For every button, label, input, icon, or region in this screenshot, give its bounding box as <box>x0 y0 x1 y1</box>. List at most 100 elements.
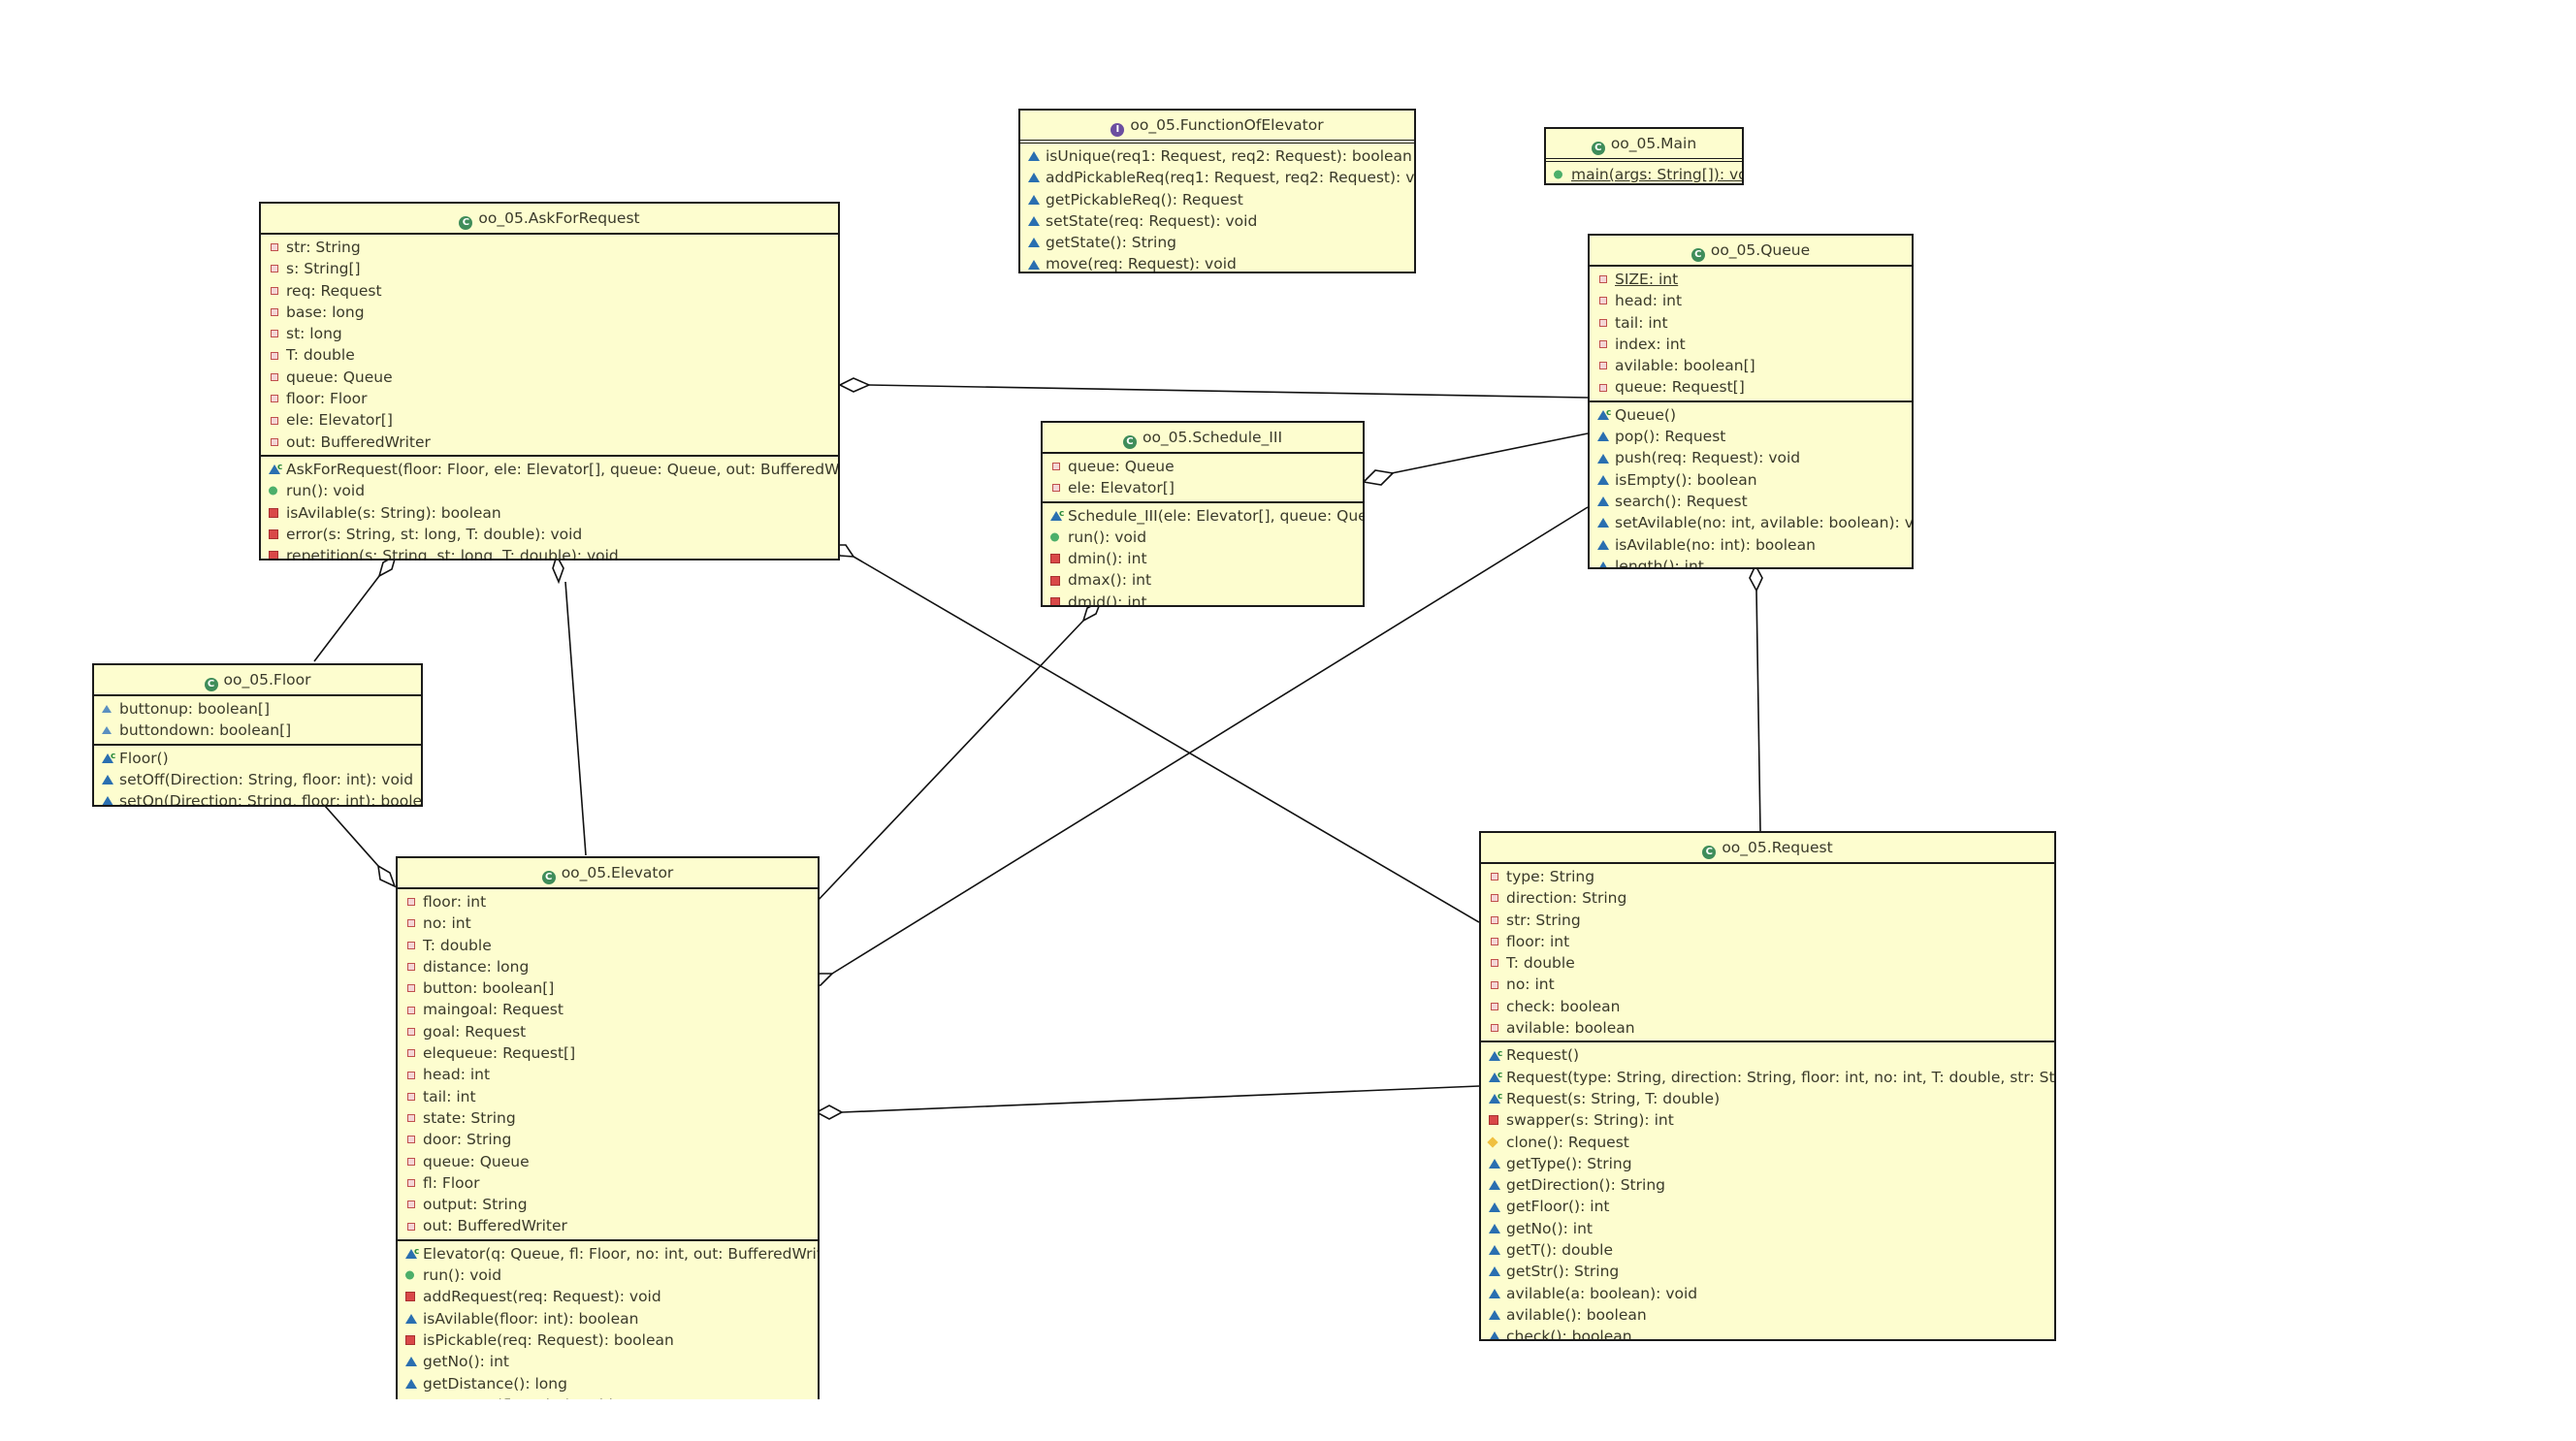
method-row[interactable]: search(): Request <box>1590 491 1912 512</box>
field-row[interactable]: floor: Floor <box>261 388 838 409</box>
field-row[interactable]: buttonup: boolean[] <box>94 698 421 720</box>
field-row[interactable]: elequeue: Request[] <box>398 1042 818 1064</box>
method-row[interactable]: Floor() <box>94 746 421 769</box>
field-row[interactable]: T: double <box>398 935 818 956</box>
method-row[interactable]: getDirection(): String <box>1481 1174 2054 1196</box>
field-row[interactable]: tail: int <box>1590 312 1912 334</box>
method-row[interactable]: check(): boolean <box>1481 1326 2054 1339</box>
method-row[interactable]: move(req: Request): void <box>1020 253 1414 272</box>
method-row[interactable]: dmax(): int <box>1043 569 1363 591</box>
field-row[interactable]: distance: long <box>398 956 818 977</box>
field-row[interactable]: ele: Elevator[] <box>261 409 838 431</box>
field-row[interactable]: fl: Floor <box>398 1172 818 1194</box>
method-row[interactable]: setButton(floor: int): void <box>398 1394 818 1399</box>
method-row[interactable]: Request(s: String, T: double) <box>1481 1086 2054 1109</box>
method-row[interactable]: Elevator(q: Queue, fl: Floor, no: int, o… <box>398 1241 818 1265</box>
field-row[interactable]: req: Request <box>261 280 838 302</box>
field-row[interactable]: queue: Queue <box>1043 456 1363 477</box>
field-row[interactable]: floor: int <box>1481 931 2054 952</box>
method-row[interactable]: getT(): double <box>1481 1239 2054 1261</box>
method-row[interactable]: setState(req: Request): void <box>1020 210 1414 232</box>
method-row[interactable]: clone(): Request <box>1481 1132 2054 1153</box>
method-row[interactable]: isUnique(req1: Request, req2: Request): … <box>1020 145 1414 167</box>
field-row[interactable]: base: long <box>261 302 838 323</box>
field-row[interactable]: T: double <box>261 344 838 366</box>
field-row[interactable]: SIZE: int <box>1590 269 1912 290</box>
method-row[interactable]: run(): void <box>261 480 838 501</box>
method-row[interactable]: getFloor(): int <box>1481 1196 2054 1217</box>
field-row[interactable]: state: String <box>398 1107 818 1129</box>
method-row[interactable]: dmid(): int <box>1043 592 1363 605</box>
method-row[interactable]: getNo(): int <box>1481 1218 2054 1239</box>
method-row[interactable]: length(): int <box>1590 556 1912 567</box>
method-row[interactable]: isAvilable(floor: int): boolean <box>398 1308 818 1329</box>
field-row[interactable]: index: int <box>1590 334 1912 355</box>
method-row[interactable]: setOn(Direction: String, floor: int): bo… <box>94 790 421 805</box>
method-row[interactable]: swapper(s: String): int <box>1481 1109 2054 1131</box>
method-row[interactable]: getDistance(): long <box>398 1373 818 1394</box>
method-row[interactable]: Schedule_III(ele: Elevator[], queue: Que… <box>1043 503 1363 527</box>
field-row[interactable]: buttondown: boolean[] <box>94 720 421 741</box>
field-row[interactable]: T: double <box>1481 952 2054 974</box>
field-row[interactable]: no: int <box>1481 974 2054 995</box>
method-row[interactable]: run(): void <box>398 1265 818 1286</box>
method-row[interactable]: getStr(): String <box>1481 1261 2054 1282</box>
field-row[interactable]: type: String <box>1481 866 2054 887</box>
method-row[interactable]: Request() <box>1481 1043 2054 1066</box>
method-row[interactable]: avilable(): boolean <box>1481 1304 2054 1326</box>
field-row[interactable]: str: String <box>261 237 838 258</box>
field-row[interactable]: goal: Request <box>398 1021 818 1042</box>
field-row[interactable]: door: String <box>398 1129 818 1150</box>
method-row[interactable]: avilable(a: boolean): void <box>1481 1283 2054 1304</box>
method-row[interactable]: error(s: String, st: long, T: double): v… <box>261 524 838 545</box>
field-row[interactable]: queue: Queue <box>398 1151 818 1172</box>
method-row[interactable]: isAvilable(s: String): boolean <box>261 502 838 524</box>
method-row[interactable]: AskForRequest(floor: Floor, ele: Elevato… <box>261 457 838 480</box>
field-row[interactable]: maingoal: Request <box>398 999 818 1020</box>
method-row[interactable]: Queue() <box>1590 402 1912 426</box>
field-row[interactable]: avilable: boolean <box>1481 1017 2054 1039</box>
method-row[interactable]: run(): void <box>1043 527 1363 548</box>
method-row[interactable]: getType(): String <box>1481 1153 2054 1174</box>
field-row[interactable]: head: int <box>1590 290 1912 311</box>
field-row[interactable]: avilable: boolean[] <box>1590 355 1912 376</box>
field-row[interactable]: out: BufferedWriter <box>261 432 838 453</box>
field-row[interactable]: floor: int <box>398 891 818 913</box>
field-row[interactable]: s: String[] <box>261 258 838 279</box>
field-row[interactable]: queue: Request[] <box>1590 376 1912 398</box>
field-row[interactable]: out: BufferedWriter <box>398 1215 818 1236</box>
field-row[interactable]: head: int <box>398 1064 818 1085</box>
method-row[interactable]: setAvilable(no: int, avilable: boolean):… <box>1590 512 1912 533</box>
method-row[interactable]: isPickable(req: Request): boolean <box>398 1329 818 1351</box>
method-row[interactable]: getPickableReq(): Request <box>1020 189 1414 210</box>
method-row[interactable]: push(req: Request): void <box>1590 447 1912 468</box>
method-row[interactable]: pop(): Request <box>1590 426 1912 447</box>
field-row[interactable]: st: long <box>261 323 838 344</box>
method-row[interactable]: addRequest(req: Request): void <box>398 1286 818 1307</box>
field-row[interactable]: check: boolean <box>1481 996 2054 1017</box>
method-row[interactable]: isAvilable(no: int): boolean <box>1590 534 1912 556</box>
method-row[interactable]: getState(): String <box>1020 232 1414 253</box>
method-row[interactable]: getNo(): int <box>398 1351 818 1372</box>
field-row[interactable]: output: String <box>398 1194 818 1215</box>
method-row[interactable]: Request(type: String, direction: String,… <box>1481 1065 2054 1088</box>
field-row[interactable]: button: boolean[] <box>398 977 818 999</box>
method-row[interactable]: isEmpty(): boolean <box>1590 469 1912 491</box>
field-row[interactable]: str: String <box>1481 910 2054 931</box>
method-row[interactable]: repetition(s: String, st: long, T: doubl… <box>261 545 838 559</box>
field-row[interactable]: tail: int <box>398 1086 818 1107</box>
field-row[interactable]: no: int <box>398 913 818 934</box>
method-row[interactable]: addPickableReq(req1: Request, req2: Requ… <box>1020 167 1414 188</box>
field-row[interactable]: ele: Elevator[] <box>1043 477 1363 498</box>
method-row[interactable]: dmin(): int <box>1043 548 1363 569</box>
method-row[interactable]: main(args: String[]): void <box>1546 164 1742 183</box>
method-row[interactable]: setOff(Direction: String, floor: int): v… <box>94 769 421 790</box>
